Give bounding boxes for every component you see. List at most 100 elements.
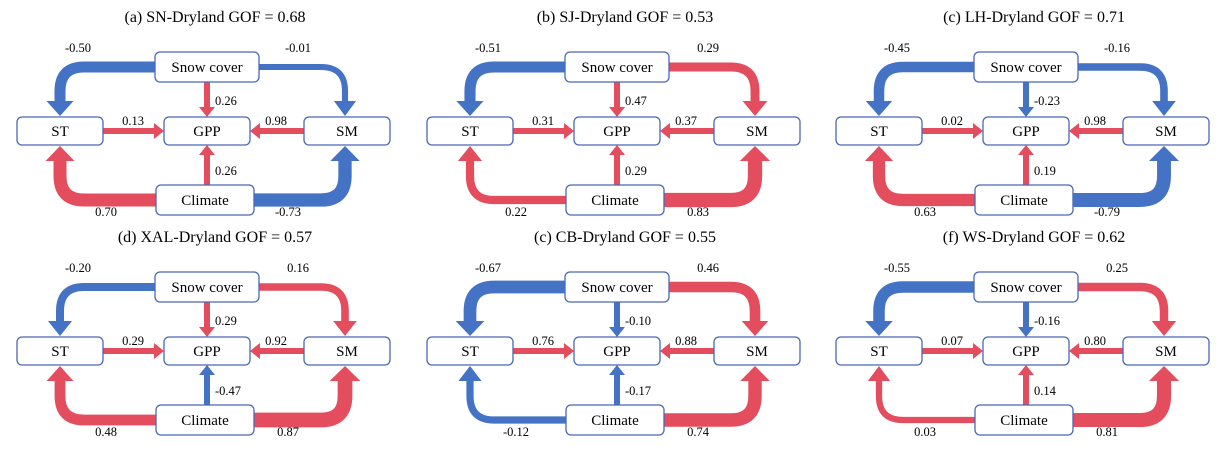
node-snow-cover: Snow cover [154, 51, 260, 83]
node-gpp: GPP [573, 336, 661, 366]
node-snow-cover: Snow cover [564, 271, 670, 303]
arrow-st-gpp-head [564, 123, 574, 139]
coef-st-gpp: 0.29 [122, 334, 144, 348]
node-gpp: GPP [573, 116, 661, 146]
arrow-snow-sm-shaft [1076, 282, 1169, 321]
coef-snow-gpp: -0.10 [625, 314, 651, 328]
arrow-snow-sm-head [1152, 101, 1176, 116]
coef-snow-st: -0.55 [884, 261, 910, 275]
arrow-climate-st-shaft [875, 381, 977, 424]
node-gpp: GPP [982, 336, 1070, 366]
node-sm: SM [1122, 336, 1210, 366]
node-st-label: ST [461, 344, 479, 360]
arrow-st-gpp-head [973, 123, 983, 139]
arrow-snow-gpp [1018, 302, 1034, 337]
arrow-climate-sm-shaft [662, 381, 762, 427]
coef-climate-st: -0.12 [503, 425, 529, 439]
node-climate-label: Climate [181, 193, 229, 209]
coef-climate-gpp: 0.29 [625, 164, 647, 178]
coef-snow-gpp: -0.23 [1034, 94, 1060, 108]
node-st: ST [835, 116, 923, 146]
coef-snow-st: -0.51 [475, 41, 501, 55]
coef-climate-gpp: 0.26 [215, 164, 237, 178]
arrow-snow-gpp-shaft [1023, 302, 1029, 327]
coef-climate-sm: 0.81 [1096, 425, 1118, 439]
arrow-snow-sm-shaft [667, 62, 760, 101]
coef-climate-sm: 0.74 [687, 425, 710, 439]
arrow-climate-st [458, 366, 568, 424]
node-gpp-frame [163, 116, 251, 146]
node-gpp-frame [573, 336, 661, 366]
coef-snow-st: -0.67 [475, 261, 501, 275]
node-st: ST [426, 116, 514, 146]
arrow-climate-st-head [864, 146, 894, 161]
arrow-snow-sm-head [333, 321, 357, 336]
coef-snow-st: -0.45 [884, 41, 910, 55]
arrow-sm-gpp [250, 343, 304, 359]
node-snow-cover-label: Snow cover [581, 280, 652, 296]
node-st-frame [835, 336, 923, 366]
coef-climate-gpp: -0.47 [215, 384, 241, 398]
coef-climate-st: 0.03 [914, 425, 936, 439]
arrow-climate-st-shaft [466, 381, 568, 424]
arrow-snow-st-head [48, 321, 72, 336]
arrow-climate-gpp [609, 365, 625, 405]
arrow-st-gpp [513, 343, 574, 359]
coef-st-gpp: 0.13 [122, 114, 144, 128]
coef-climate-st: 0.63 [914, 205, 936, 219]
node-snow-cover-frame [564, 51, 670, 83]
node-st: ST [835, 336, 923, 366]
arrow-st-gpp-head [154, 123, 164, 139]
coef-climate-sm: 0.87 [277, 425, 299, 439]
arrow-sm-gpp [1069, 343, 1123, 359]
arrow-climate-sm [252, 146, 360, 207]
node-climate: Climate [974, 404, 1074, 436]
arrow-climate-gpp [199, 365, 215, 405]
node-gpp-label: GPP [193, 124, 221, 140]
node-gpp-frame [573, 116, 661, 146]
arrow-snow-gpp [1018, 82, 1034, 117]
arrow-st-gpp [922, 343, 983, 359]
arrow-snow-st-head [865, 101, 893, 116]
arrow-snow-sm [257, 63, 357, 116]
node-sm-label: SM [336, 124, 358, 140]
arrow-sm-gpp-shaft [670, 348, 714, 354]
arrow-snow-st [455, 280, 567, 336]
arrow-climate-sm-shaft [1071, 161, 1171, 207]
node-snow-cover-label: Snow cover [581, 60, 652, 76]
arrow-climate-st-head [45, 146, 75, 161]
arrow-climate-gpp-shaft [1023, 375, 1029, 405]
node-st-label: ST [461, 124, 479, 140]
node-sm-label: SM [746, 124, 768, 140]
node-snow-cover-frame [154, 271, 260, 303]
arrow-sm-gpp-shaft [1079, 348, 1123, 354]
node-snow-cover: Snow cover [973, 271, 1079, 303]
arrow-snow-gpp [609, 82, 625, 117]
arrow-climate-st [867, 366, 977, 424]
arrow-climate-sm [1071, 366, 1180, 428]
coef-snow-gpp: 0.47 [625, 94, 647, 108]
arrow-st-gpp-shaft [513, 348, 564, 354]
arrow-snow-st-shaft [873, 281, 976, 321]
coef-climate-sm: 0.83 [687, 205, 709, 219]
arrow-sm-gpp-head [660, 123, 670, 139]
arrow-snow-sm [257, 283, 357, 336]
arrow-snow-sm-head [1151, 321, 1177, 336]
node-climate: Climate [155, 184, 255, 216]
node-snow-cover-label: Snow cover [990, 60, 1061, 76]
coef-snow-sm: -0.16 [1104, 41, 1130, 55]
arrow-snow-sm-shaft [257, 283, 349, 321]
node-climate: Climate [155, 404, 255, 436]
coef-snow-st: -0.20 [65, 261, 91, 275]
arrow-snow-gpp-shaft [1023, 82, 1029, 107]
arrow-snow-st [865, 281, 976, 336]
arrow-climate-gpp [199, 145, 215, 185]
node-gpp-label: GPP [603, 344, 631, 360]
arrow-st-gpp-shaft [922, 128, 973, 134]
arrow-snow-gpp-head [609, 327, 625, 337]
arrow-snow-sm-head [741, 321, 769, 336]
coef-st-gpp: 0.31 [532, 114, 554, 128]
